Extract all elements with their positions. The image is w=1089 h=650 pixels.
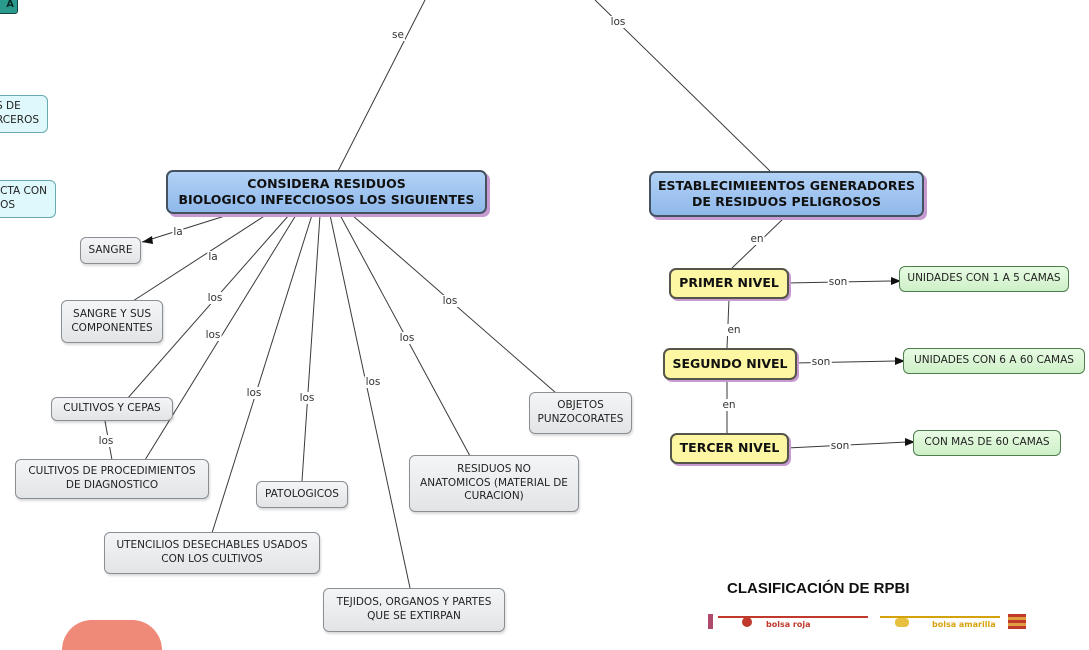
top-left-badge[interactable]: A [0, 0, 18, 14]
strip-left-edge [708, 614, 713, 629]
bag-red-label: bolsa roja [718, 616, 868, 629]
classification-title: CLASIFICACIÓN DE RPBI [727, 580, 910, 597]
concept-node-cultivos-procedimientos[interactable]: CULTIVOS DE PROCEDIMIENTOS DE DIAGNOSTIC… [15, 459, 209, 499]
classification-image-strip: bolsa roja bolsa amarilla [708, 614, 1026, 629]
pink-decorative-shape [62, 620, 162, 650]
concept-node-utencilios[interactable]: UTENCILIOS DESECHABLES USADOS CON LOS CU… [104, 532, 320, 574]
concept-node-sangre[interactable]: SANGRE [80, 237, 141, 264]
link-label-son-1: son [827, 276, 849, 288]
concept-node-cultivos-cepas-label: CULTIVOS Y CEPAS [63, 402, 161, 415]
link-label-en-1: en [749, 233, 765, 245]
link-label-los-top: los [609, 16, 627, 28]
link-label-los-8: los [97, 435, 115, 447]
concept-node-mas-60-label: CON MAS DE 60 CAMAS [924, 436, 1050, 449]
link-label-los-4: los [298, 392, 316, 404]
strip-right-edge [1008, 614, 1026, 629]
concept-node-considera-residuos[interactable]: CONSIDERA RESIDUOS BIOLOGICO INFECCIOSOS… [166, 170, 487, 214]
link-label-los-6: los [398, 332, 416, 344]
link-label-la-2: la [207, 251, 219, 263]
link-label-en-3: en [721, 399, 737, 411]
concept-node-establecimientos[interactable]: ESTABLECIMIEENTOS GENERADORES DE RESIDUO… [649, 171, 924, 217]
concept-node-unidades-6-60-label: UNIDADES CON 6 A 60 CAMAS [914, 354, 1074, 367]
bag-yellow-label: bolsa amarilla [880, 616, 1000, 629]
concept-node-establecimientos-label: ESTABLECIMIEENTOS GENERADORES DE RESIDUO… [657, 177, 916, 209]
concept-node-tejidos-label: TEJIDOS, ORGANOS Y PARTES QUE SE EXTIRPA… [336, 596, 492, 622]
link-label-los-3: los [245, 387, 263, 399]
concept-node-partial-2-label: CTA CON OS [0, 185, 47, 211]
concept-node-unidades-1-5[interactable]: UNIDADES CON 1 A 5 CAMAS [899, 266, 1069, 292]
link-label-los-7: los [441, 295, 459, 307]
concept-node-unidades-6-60[interactable]: UNIDADES CON 6 A 60 CAMAS [903, 348, 1085, 374]
concept-node-tercer-nivel-label: TERCER NIVEL [679, 440, 780, 456]
link-label-los-2: los [204, 329, 222, 341]
concept-node-residuos-no-anatomicos-label: RESIDUOS NO ANATOMICOS (MATERIAL DE CURA… [420, 463, 568, 503]
concept-node-partial-1-label: S DE RCEROS [0, 100, 39, 126]
concept-node-primer-nivel[interactable]: PRIMER NIVEL [669, 268, 789, 299]
concept-node-cultivos-cepas[interactable]: CULTIVOS Y CEPAS [51, 397, 173, 421]
concept-node-sangre-componentes-label: SANGRE Y SUS COMPONENTES [71, 307, 153, 334]
yellow-bag-icon [895, 618, 909, 627]
link-label-son-3: son [829, 440, 851, 452]
concept-node-sangre-componentes[interactable]: SANGRE Y SUS COMPONENTES [61, 300, 163, 343]
concept-node-unidades-1-5-label: UNIDADES CON 1 A 5 CAMAS [907, 272, 1061, 285]
top-left-badge-label: A [6, 0, 14, 10]
link-label-los-1: los [206, 292, 224, 304]
concept-node-partial-2[interactable]: CTA CON OS [0, 180, 56, 218]
concept-node-objetos-label: OBJETOS PUNZOCORATES [537, 399, 624, 425]
link-label-son-2: son [810, 356, 832, 368]
concept-node-considera-residuos-label: CONSIDERA RESIDUOS BIOLOGICO INFECCIOSOS… [178, 175, 475, 207]
concept-node-cultivos-procedimientos-label: CULTIVOS DE PROCEDIMIENTOS DE DIAGNOSTIC… [28, 465, 196, 491]
concept-node-sangre-label: SANGRE [88, 243, 133, 256]
concept-node-utencilios-label: UTENCILIOS DESECHABLES USADOS CON LOS CU… [116, 539, 308, 565]
concept-node-segundo-nivel-label: SEGUNDO NIVEL [672, 355, 788, 371]
concept-node-segundo-nivel[interactable]: SEGUNDO NIVEL [663, 348, 797, 380]
link-label-en-2: en [726, 324, 742, 336]
concept-node-partial-1[interactable]: S DE RCEROS [0, 95, 48, 133]
concept-node-objetos[interactable]: OBJETOS PUNZOCORATES [529, 392, 632, 434]
concept-node-residuos-no-anatomicos[interactable]: RESIDUOS NO ANATOMICOS (MATERIAL DE CURA… [409, 455, 579, 512]
link-label-los-5: los [364, 376, 382, 388]
red-bag-icon [742, 617, 752, 627]
concept-node-tercer-nivel[interactable]: TERCER NIVEL [670, 433, 789, 464]
concept-node-mas-60[interactable]: CON MAS DE 60 CAMAS [913, 430, 1061, 456]
concept-node-tejidos[interactable]: TEJIDOS, ORGANOS Y PARTES QUE SE EXTIRPA… [323, 588, 505, 632]
concept-node-patologicos[interactable]: PATOLOGICOS [256, 481, 348, 508]
concept-node-patologicos-label: PATOLOGICOS [265, 487, 339, 500]
link-label-se: se [391, 29, 405, 41]
link-label-la-1: la [172, 226, 184, 238]
concept-node-primer-nivel-label: PRIMER NIVEL [679, 275, 779, 291]
